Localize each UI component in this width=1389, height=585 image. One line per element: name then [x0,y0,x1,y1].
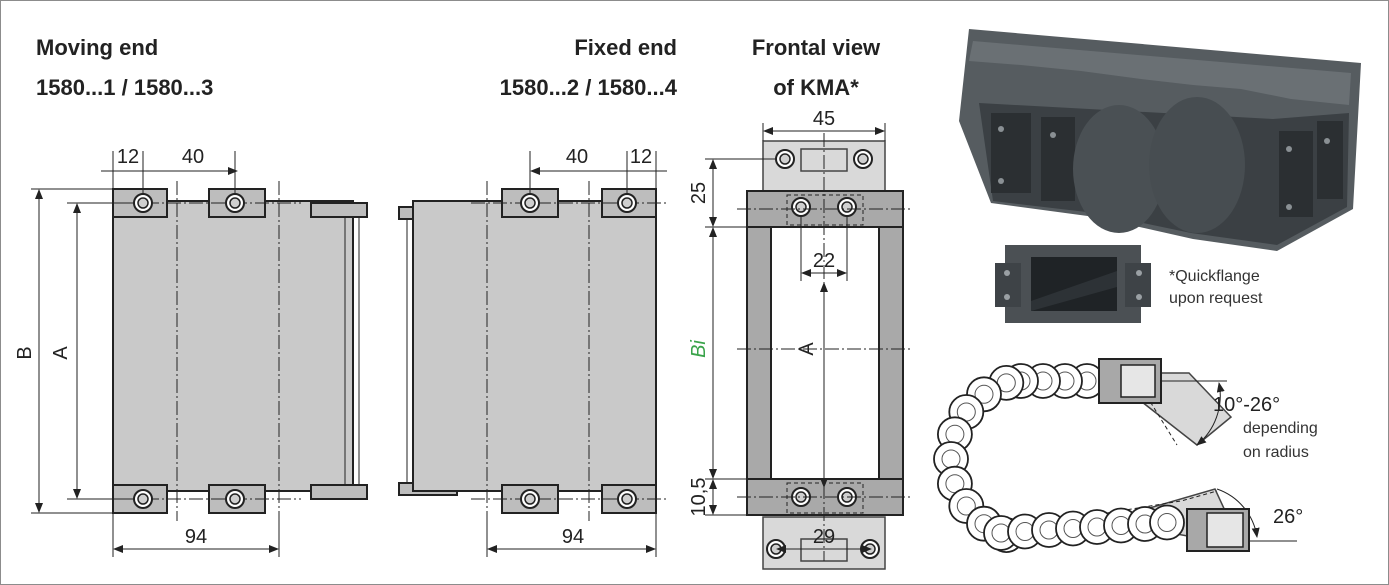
moving-end-body [112,200,354,492]
moving-bolt-hole [225,489,245,509]
chain-link-pin [956,496,976,516]
frontal-right-side [878,226,904,480]
cable-carrier-photo [959,29,1361,251]
fixed-bolt-hole [617,489,637,509]
quickflange-note-line1: *Quickflange [1169,268,1260,285]
dimension-label: A [796,342,818,356]
dimension-label: B [14,346,36,359]
dimension-label: 12 [117,146,139,168]
chain-bend-diagram [933,358,1297,553]
moving-bolt-hole [225,193,245,213]
dimension-label: 29 [813,526,835,548]
dimension-label: 45 [813,108,835,130]
chain-link-pin [1157,513,1177,532]
dimension-label: 40 [566,146,588,168]
dimension-label: 10,5 [688,478,710,517]
fixed-bolt-hole [520,193,540,213]
moving-bolt-hole [133,489,153,509]
dimension-label: 12 [630,146,652,168]
quickflange-note-line2: upon request [1169,290,1263,307]
frontal-bolt-hole [791,197,811,217]
chain-link-pin [974,384,994,404]
dimension-label: 25 [688,182,710,204]
depending-note-line1: depending [1243,420,1318,437]
frontal-flange-hole [775,149,795,169]
chain-link [1149,504,1185,541]
moving-link-tab-bottom [310,484,368,500]
dimension-label: 40 [182,146,204,168]
frontal-left-side [746,226,772,480]
inner-width-label: Bi [688,340,710,358]
moving-end-title: Moving end [36,35,158,60]
angle-range-label: 10°-26° [1213,394,1280,416]
dimension-label: 94 [562,526,584,548]
frontal-view-title: Frontal view [752,35,881,60]
fixed-end-title: Fixed end [574,35,677,60]
fixed-bolt-hole [520,489,540,509]
fixed-end-body [412,200,657,492]
moving-link-tab-top [310,202,368,218]
dimension-label: 22 [813,250,835,272]
moving-end-drawing: 12 40 94 B A [14,146,368,557]
depending-note-line2: on radius [1243,444,1309,461]
frontal-flange-hole [853,149,873,169]
frontal-view-drawing: 45 25 22 A Bi 10,5 29 [688,108,913,570]
moving-end-part-numbers: 1580...1 / 1580...3 [36,75,213,100]
quickflange-photo [995,245,1151,323]
angle-fixed-label: 26° [1273,506,1303,528]
moving-bolt-hole [133,193,153,213]
dimension-label: A [50,346,72,360]
fixed-end-drawing: 40 12 94 [398,146,669,557]
fixed-end-part-numbers: 1580...2 / 1580...4 [500,75,678,100]
frontal-bolt-hole [837,197,857,217]
dimension-label: 94 [185,526,207,548]
fixed-bolt-hole [617,193,637,213]
frontal-view-subtitle: of KMA* [773,75,859,100]
